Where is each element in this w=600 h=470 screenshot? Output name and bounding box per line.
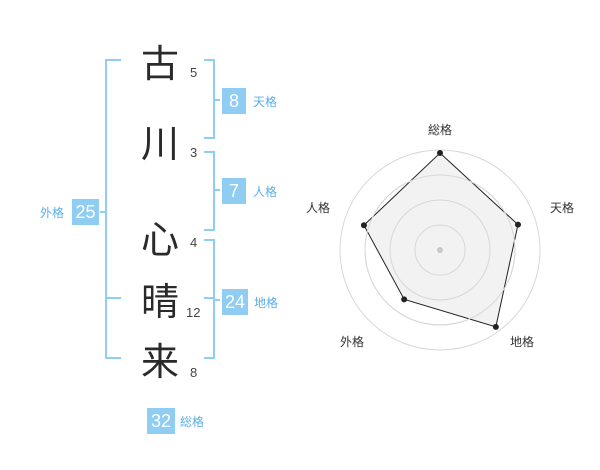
radar-axis-label-soukaku: 総格	[427, 123, 452, 137]
stroke-count-2: 3	[190, 145, 198, 160]
tenkaku-value: 8	[222, 88, 246, 114]
soukaku-value: 32	[147, 408, 175, 434]
stroke-count-4: 12	[186, 305, 201, 320]
radar-point-2	[514, 221, 521, 228]
stroke-count-5: 8	[190, 365, 198, 380]
jinkaku-label: 人格	[253, 185, 278, 199]
radar-inner-ring	[414, 224, 466, 276]
radar-axis-label-tenkaku: 天格	[549, 201, 574, 215]
gaikaku-label: 外格	[40, 206, 65, 220]
name-char-4: 晴	[140, 280, 179, 324]
radar-point-3	[492, 323, 499, 330]
name-char-2: 川	[140, 122, 179, 166]
stroke-count-3: 4	[190, 235, 198, 250]
soukaku-label: 総格	[180, 415, 205, 429]
chikaku-value: 24	[222, 289, 248, 315]
radar-point-4	[401, 296, 408, 303]
radar-point-5	[360, 222, 367, 229]
radar-center-dot	[437, 247, 443, 253]
radar-axis-label-gaikaku: 外格	[339, 335, 364, 349]
chikaku-label: 地格	[254, 296, 279, 310]
name-char-3: 心	[140, 218, 179, 262]
radar-point-1	[437, 150, 443, 156]
tenkaku-label: 天格	[253, 95, 278, 109]
jinkaku-value: 7	[222, 178, 246, 204]
name-char-5: 来	[140, 340, 179, 384]
radar-inner-ring	[389, 199, 491, 301]
radar-inner-ring	[364, 174, 516, 326]
stroke-count-1: 5	[190, 65, 198, 80]
name-char-1: 古	[140, 42, 179, 86]
gaikaku-bracket	[105, 59, 121, 359]
radar-axis-label-chikaku: 地格	[509, 335, 534, 349]
gaikaku-value: 25	[72, 199, 99, 225]
radar-axis-label-jinkaku: 人格	[305, 201, 330, 215]
